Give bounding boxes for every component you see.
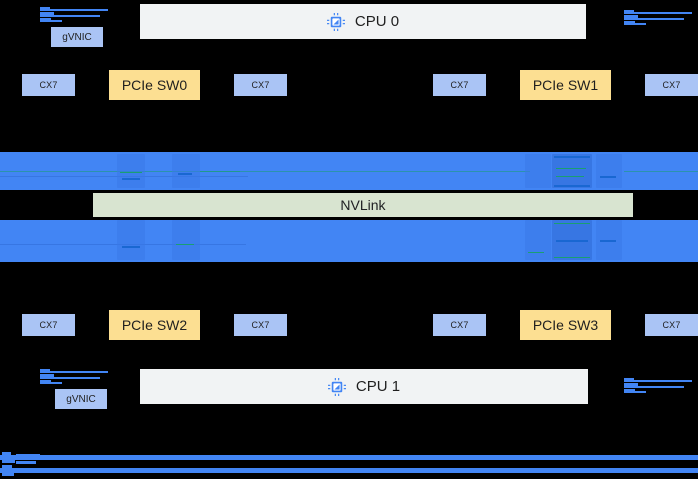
nic-cx7-7: CX7 — [645, 314, 698, 336]
gvnic-label-left: gVNIC — [51, 27, 103, 47]
gvnic-connector-icon-bottom-right — [624, 377, 692, 395]
nic-cx7-2: CX7 — [433, 74, 486, 96]
network-rail-lower — [0, 468, 698, 473]
nic-cx7-5: CX7 — [234, 314, 287, 336]
cpu-chip-icon — [327, 377, 346, 396]
nic-cx7-6: CX7 — [433, 314, 486, 336]
nic-cx7-4: CX7 — [22, 314, 75, 336]
nvlink-interconnect: NVLink — [93, 193, 633, 217]
cpu-chip-icon — [326, 12, 345, 31]
nic-cx7-3: CX7 — [645, 74, 698, 96]
nic-cx7-1: CX7 — [234, 74, 287, 96]
network-rail-upper — [0, 455, 698, 460]
gvnic-connector-icon-top-right — [624, 9, 692, 27]
gvnic-label-bottom: gVNIC — [55, 389, 107, 409]
cpu-1-node: CPU 1 — [140, 369, 588, 404]
pcie-switch-3: PCIe SW3 — [520, 310, 611, 340]
gpu-row-bottom — [0, 220, 698, 262]
cpu-0-label: CPU 0 — [354, 13, 400, 30]
gpu-row-top — [0, 152, 698, 190]
pcie-switch-1: PCIe SW1 — [520, 70, 611, 100]
pcie-switch-2: PCIe SW2 — [109, 310, 200, 340]
cpu-1-label: CPU 1 — [355, 378, 401, 395]
network-rail-endpoint-icon — [2, 452, 42, 478]
nic-cx7-0: CX7 — [22, 74, 75, 96]
cpu-0-node: CPU 0 — [140, 4, 586, 39]
gvnic-connector-icon-left — [40, 6, 108, 24]
pcie-switch-0: PCIe SW0 — [109, 70, 200, 100]
gvnic-connector-icon-bottom-left — [40, 368, 108, 386]
